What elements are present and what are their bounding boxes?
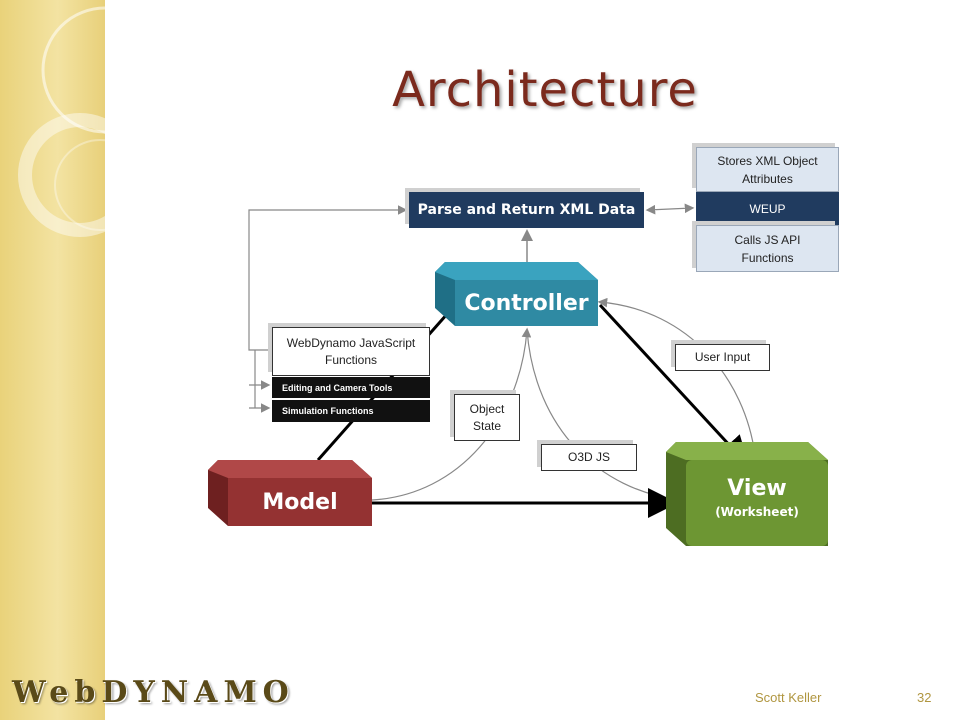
parse-xml-box: Parse and Return XML Data — [409, 192, 644, 228]
model-block — [208, 460, 372, 526]
view-subtitle: (Worksheet) — [715, 505, 799, 519]
weup-box: WEUP — [696, 192, 839, 225]
controller-label: Controller — [464, 290, 589, 316]
slide-title: Architecture — [392, 62, 698, 118]
decorative-sidebar — [0, 0, 105, 720]
curve-model-to-controller — [371, 327, 532, 501]
footer-author: Scott Keller — [755, 690, 822, 705]
arrow-controller-to-view — [598, 303, 750, 467]
footer-page-number: 32 — [917, 690, 932, 705]
logo-prefix: Web — [12, 675, 102, 710]
view-block — [666, 442, 828, 546]
view-title: View — [727, 476, 787, 501]
simulation-bar: Simulation Functions — [272, 400, 430, 422]
weup-calls-box: Calls JS API Functions — [696, 225, 839, 272]
curve-userinput — [597, 297, 756, 456]
view-label: View (Worksheet) — [686, 468, 828, 528]
logo-suffix: DYNAMO — [101, 675, 295, 710]
connector-parse-weup — [645, 203, 695, 215]
connector-js-to-parse — [248, 205, 408, 351]
weup-stores-box: Stores XML Object Attributes — [696, 147, 839, 192]
object-state-box: Object State — [454, 394, 520, 441]
webdynamo-logo: WebDYNAMO — [12, 675, 295, 710]
webdynamo-js-box: WebDynamo JavaScript Functions — [272, 327, 430, 376]
controller-block — [435, 262, 598, 326]
model-label: Model — [262, 489, 338, 515]
user-input-box: User Input — [675, 344, 770, 371]
o3d-js-box: O3D JS — [541, 444, 637, 471]
sidebar-rings — [18, 6, 105, 237]
editing-tools-bar: Editing and Camera Tools — [272, 377, 430, 398]
curve-view-to-controller — [526, 329, 683, 504]
